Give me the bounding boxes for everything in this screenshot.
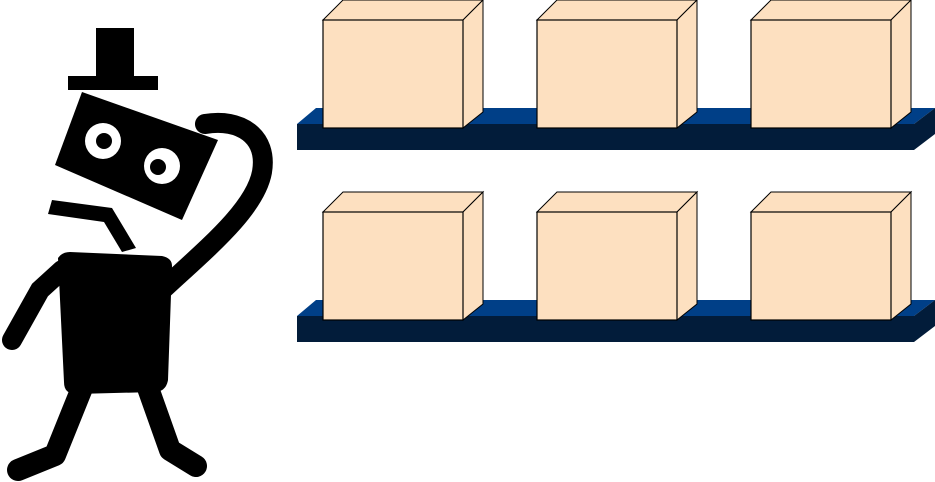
- box-front: [536, 211, 678, 321]
- box-side: [462, 0, 484, 130]
- box-top: [535, 191, 699, 213]
- top-hat: [68, 28, 158, 90]
- box-side: [676, 190, 698, 322]
- box-front: [322, 211, 464, 321]
- shelves: [297, 0, 935, 342]
- shelf-side: [914, 300, 935, 342]
- box-front: [322, 19, 464, 129]
- box: [749, 0, 912, 130]
- right-leg: [137, 377, 207, 477]
- shelf: [297, 0, 935, 150]
- frown-mouth: [48, 200, 136, 252]
- head: [48, 92, 218, 252]
- box: [749, 190, 913, 322]
- box: [535, 190, 699, 322]
- box: [535, 0, 698, 130]
- box: [321, 0, 484, 130]
- shelf: [297, 190, 935, 342]
- box-side: [462, 190, 484, 322]
- box-front: [750, 211, 892, 321]
- box-side: [890, 0, 912, 130]
- box-front: [536, 19, 678, 129]
- box-top: [749, 0, 912, 21]
- box: [321, 190, 485, 322]
- box-side: [676, 0, 698, 130]
- confused-man-icon: [2, 28, 273, 481]
- box-top: [321, 191, 485, 213]
- left-arm: [2, 260, 72, 350]
- box-top: [749, 191, 913, 213]
- raised-arm: [150, 112, 273, 302]
- left-leg: [7, 377, 93, 481]
- shelf-side: [914, 108, 935, 150]
- box-top: [321, 0, 484, 21]
- box-top: [535, 0, 698, 21]
- box-front: [750, 19, 892, 129]
- body: [58, 252, 172, 394]
- box-side: [890, 190, 912, 322]
